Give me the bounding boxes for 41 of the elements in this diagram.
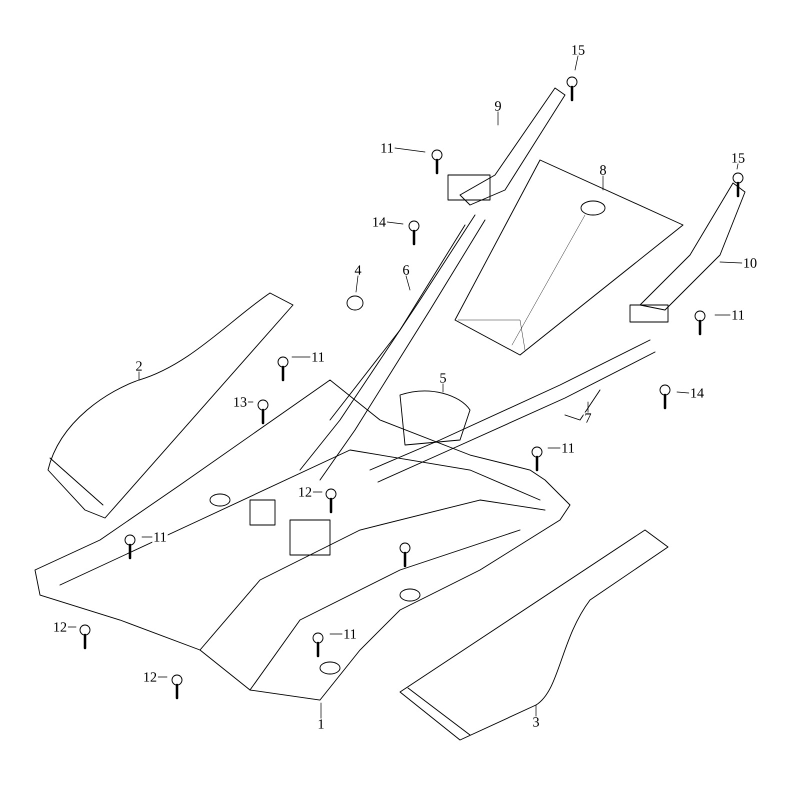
- callout-number: 4: [354, 264, 362, 276]
- leader-line: [356, 275, 358, 292]
- leader-line: [142, 536, 152, 538]
- leader-line: [676, 392, 690, 394]
- leader-line: [602, 176, 604, 190]
- callout-number: 3: [532, 716, 540, 728]
- callout-number: 10: [742, 257, 758, 269]
- callout-number: 14: [689, 387, 705, 399]
- callout-number: 11: [379, 142, 395, 154]
- callout-number: 5: [438, 372, 448, 384]
- callout-number: 11: [310, 351, 326, 363]
- callout-number: 7: [584, 412, 592, 424]
- callout-number: 12: [142, 671, 158, 683]
- callout-number: 14: [371, 216, 387, 228]
- leader-line: [406, 276, 410, 290]
- callout-number: 6: [402, 264, 410, 276]
- callout-number: 1: [316, 718, 326, 730]
- callout-number: 11: [730, 309, 746, 321]
- leader-line: [320, 702, 322, 719]
- leader-line: [386, 222, 404, 224]
- leader-line: [736, 164, 738, 170]
- leader-line: [574, 56, 578, 70]
- leader-line: [138, 371, 140, 380]
- callout-number: 15: [570, 44, 586, 56]
- leader-line: [714, 314, 730, 316]
- leader-line: [292, 356, 310, 358]
- callout-number: 12: [297, 486, 313, 498]
- callout-number: 2: [134, 360, 144, 372]
- callout-number: 13: [232, 396, 248, 408]
- callout-number: 11: [342, 628, 358, 640]
- leader-line: [394, 148, 426, 152]
- callout-number: 8: [598, 164, 608, 176]
- leader-line: [158, 676, 168, 678]
- callout-number: 9: [494, 100, 502, 112]
- leader-line: [442, 384, 444, 392]
- callout-number: 11: [560, 442, 576, 454]
- callout-number: 12: [52, 621, 68, 633]
- callout-number: 15: [730, 152, 746, 164]
- callout-number: 11: [152, 531, 168, 543]
- leader-line: [720, 262, 742, 264]
- leader-line: [68, 626, 76, 628]
